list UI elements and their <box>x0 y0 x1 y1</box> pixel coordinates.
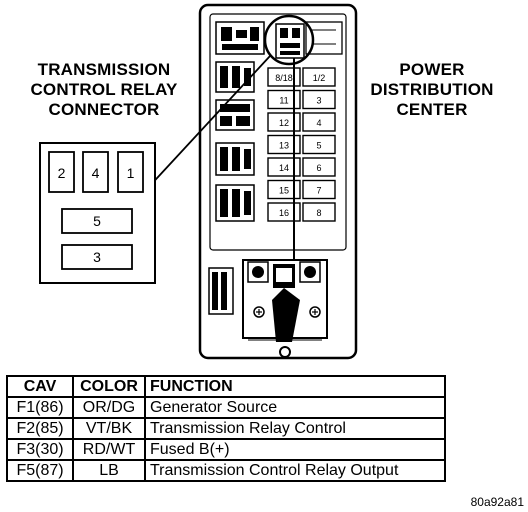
cavity-2-label: 2 <box>58 165 66 181</box>
fuse-cavity: 11 <box>267 89 301 110</box>
fuse-cavity: 14 <box>267 157 301 177</box>
fuse-label: 13 <box>279 141 289 151</box>
fuse-label: 8 <box>316 208 321 218</box>
relay-left-3 <box>215 142 255 176</box>
power-distribution-center: 8/18 1/2 11 3 12 4 13 5 14 6 15 7 16 8 <box>198 3 358 360</box>
connector-title-line-1: TRANSMISSION <box>37 60 171 79</box>
pdc-title-line-1: POWER <box>399 60 465 79</box>
color-cell: VT/BK <box>72 417 146 440</box>
fuse-cavity: 3 <box>302 89 336 110</box>
connector-title-line-3: CONNECTOR <box>48 100 160 119</box>
pdc-title-line-2: DISTRIBUTION <box>370 80 494 99</box>
fuse-label: 16 <box>279 208 289 218</box>
fuse-label: 5 <box>316 141 321 151</box>
fuse-label: 3 <box>316 96 321 106</box>
highlight-circle <box>263 14 315 66</box>
leader-line <box>145 55 271 191</box>
fuse-cavity: 15 <box>267 179 301 200</box>
relay-left-4 <box>215 184 255 222</box>
cavity-5: 5 <box>61 208 133 234</box>
cavity-3-label: 3 <box>93 249 101 265</box>
pdc-title-line-3: CENTER <box>396 100 468 119</box>
fuse-label: 11 <box>279 96 288 106</box>
fuse-cavity: 5 <box>302 134 336 155</box>
color-cell: RD/WT <box>72 438 146 461</box>
color-cell: LB <box>72 459 146 482</box>
fuse-cavity: 8 <box>302 202 336 222</box>
table-row: F3(30) RD/WT Fused B(+) <box>6 438 446 461</box>
maxi-fuse-block <box>208 267 234 315</box>
cav-cell: F5(87) <box>6 459 74 482</box>
fuse-label: 8/18 <box>275 73 293 83</box>
connector-pinout-table: CAV COLOR FUNCTION F1(86) OR/DG Generato… <box>6 375 446 482</box>
cav-cell: F3(30) <box>6 438 74 461</box>
relay-left-1 <box>215 61 255 93</box>
fuse-label: 7 <box>316 186 321 196</box>
fuse-cavity: 13 <box>267 134 301 155</box>
fuse-cavity: 12 <box>267 112 301 132</box>
table-row: F5(87) LB Transmission Control Relay Out… <box>6 459 446 482</box>
fuse-cavity: 4 <box>302 112 336 132</box>
pdc-title: POWER DISTRIBUTION CENTER <box>362 60 502 120</box>
cavity-5-label: 5 <box>93 213 101 229</box>
cav-cell: F2(85) <box>6 417 74 440</box>
fuse-label: 4 <box>316 118 321 128</box>
header-cav: CAV <box>6 375 74 398</box>
cavity-3: 3 <box>61 244 133 270</box>
function-cell: Generator Source <box>144 396 446 419</box>
fuse-cavity: 6 <box>302 157 336 177</box>
color-cell: OR/DG <box>72 396 146 419</box>
connector-title: TRANSMISSION CONTROL RELAY CONNECTOR <box>14 60 194 120</box>
fuse-cavity: 8/18 <box>267 67 301 87</box>
figure-reference-code: 80a92a81 <box>470 495 524 509</box>
function-cell: Transmission Relay Control <box>144 417 446 440</box>
transmission-relay-connector: 2 4 1 5 3 <box>39 142 156 284</box>
fuse-cavity: 16 <box>267 202 301 222</box>
table-row: F1(86) OR/DG Generator Source <box>6 396 446 419</box>
header-function: FUNCTION <box>144 375 446 398</box>
cav-cell: F1(86) <box>6 396 74 419</box>
function-cell: Transmission Control Relay Output <box>144 459 446 482</box>
fuse-label: 1/2 <box>313 73 326 83</box>
fuse-grid: 8/18 1/2 11 3 12 4 13 5 14 6 15 7 16 8 <box>267 67 336 222</box>
cavity-4-label: 4 <box>92 165 100 181</box>
fuse-label: 12 <box>279 118 289 128</box>
relay-left-2 <box>215 99 255 131</box>
table-header-row: CAV COLOR FUNCTION <box>6 375 446 398</box>
battery-terminal-block <box>242 259 328 358</box>
relay-top-left <box>215 21 265 55</box>
connector-title-line-2: CONTROL RELAY <box>30 80 178 99</box>
cavity-1-label: 1 <box>127 165 135 181</box>
fuse-cavity: 7 <box>302 179 336 200</box>
cavity-2: 2 <box>48 151 75 193</box>
ground-ring-terminal <box>279 346 291 358</box>
function-cell: Fused B(+) <box>144 438 446 461</box>
fuse-label: 14 <box>279 163 289 173</box>
table-row: F2(85) VT/BK Transmission Relay Control <box>6 417 446 440</box>
fuse-label: 15 <box>279 186 289 196</box>
transmission-relay-location <box>263 14 343 66</box>
cavity-1: 1 <box>117 151 144 193</box>
fuse-label: 6 <box>316 163 321 173</box>
cavity-4: 4 <box>82 151 109 193</box>
header-color: COLOR <box>72 375 146 398</box>
fuse-cavity: 1/2 <box>302 67 336 87</box>
